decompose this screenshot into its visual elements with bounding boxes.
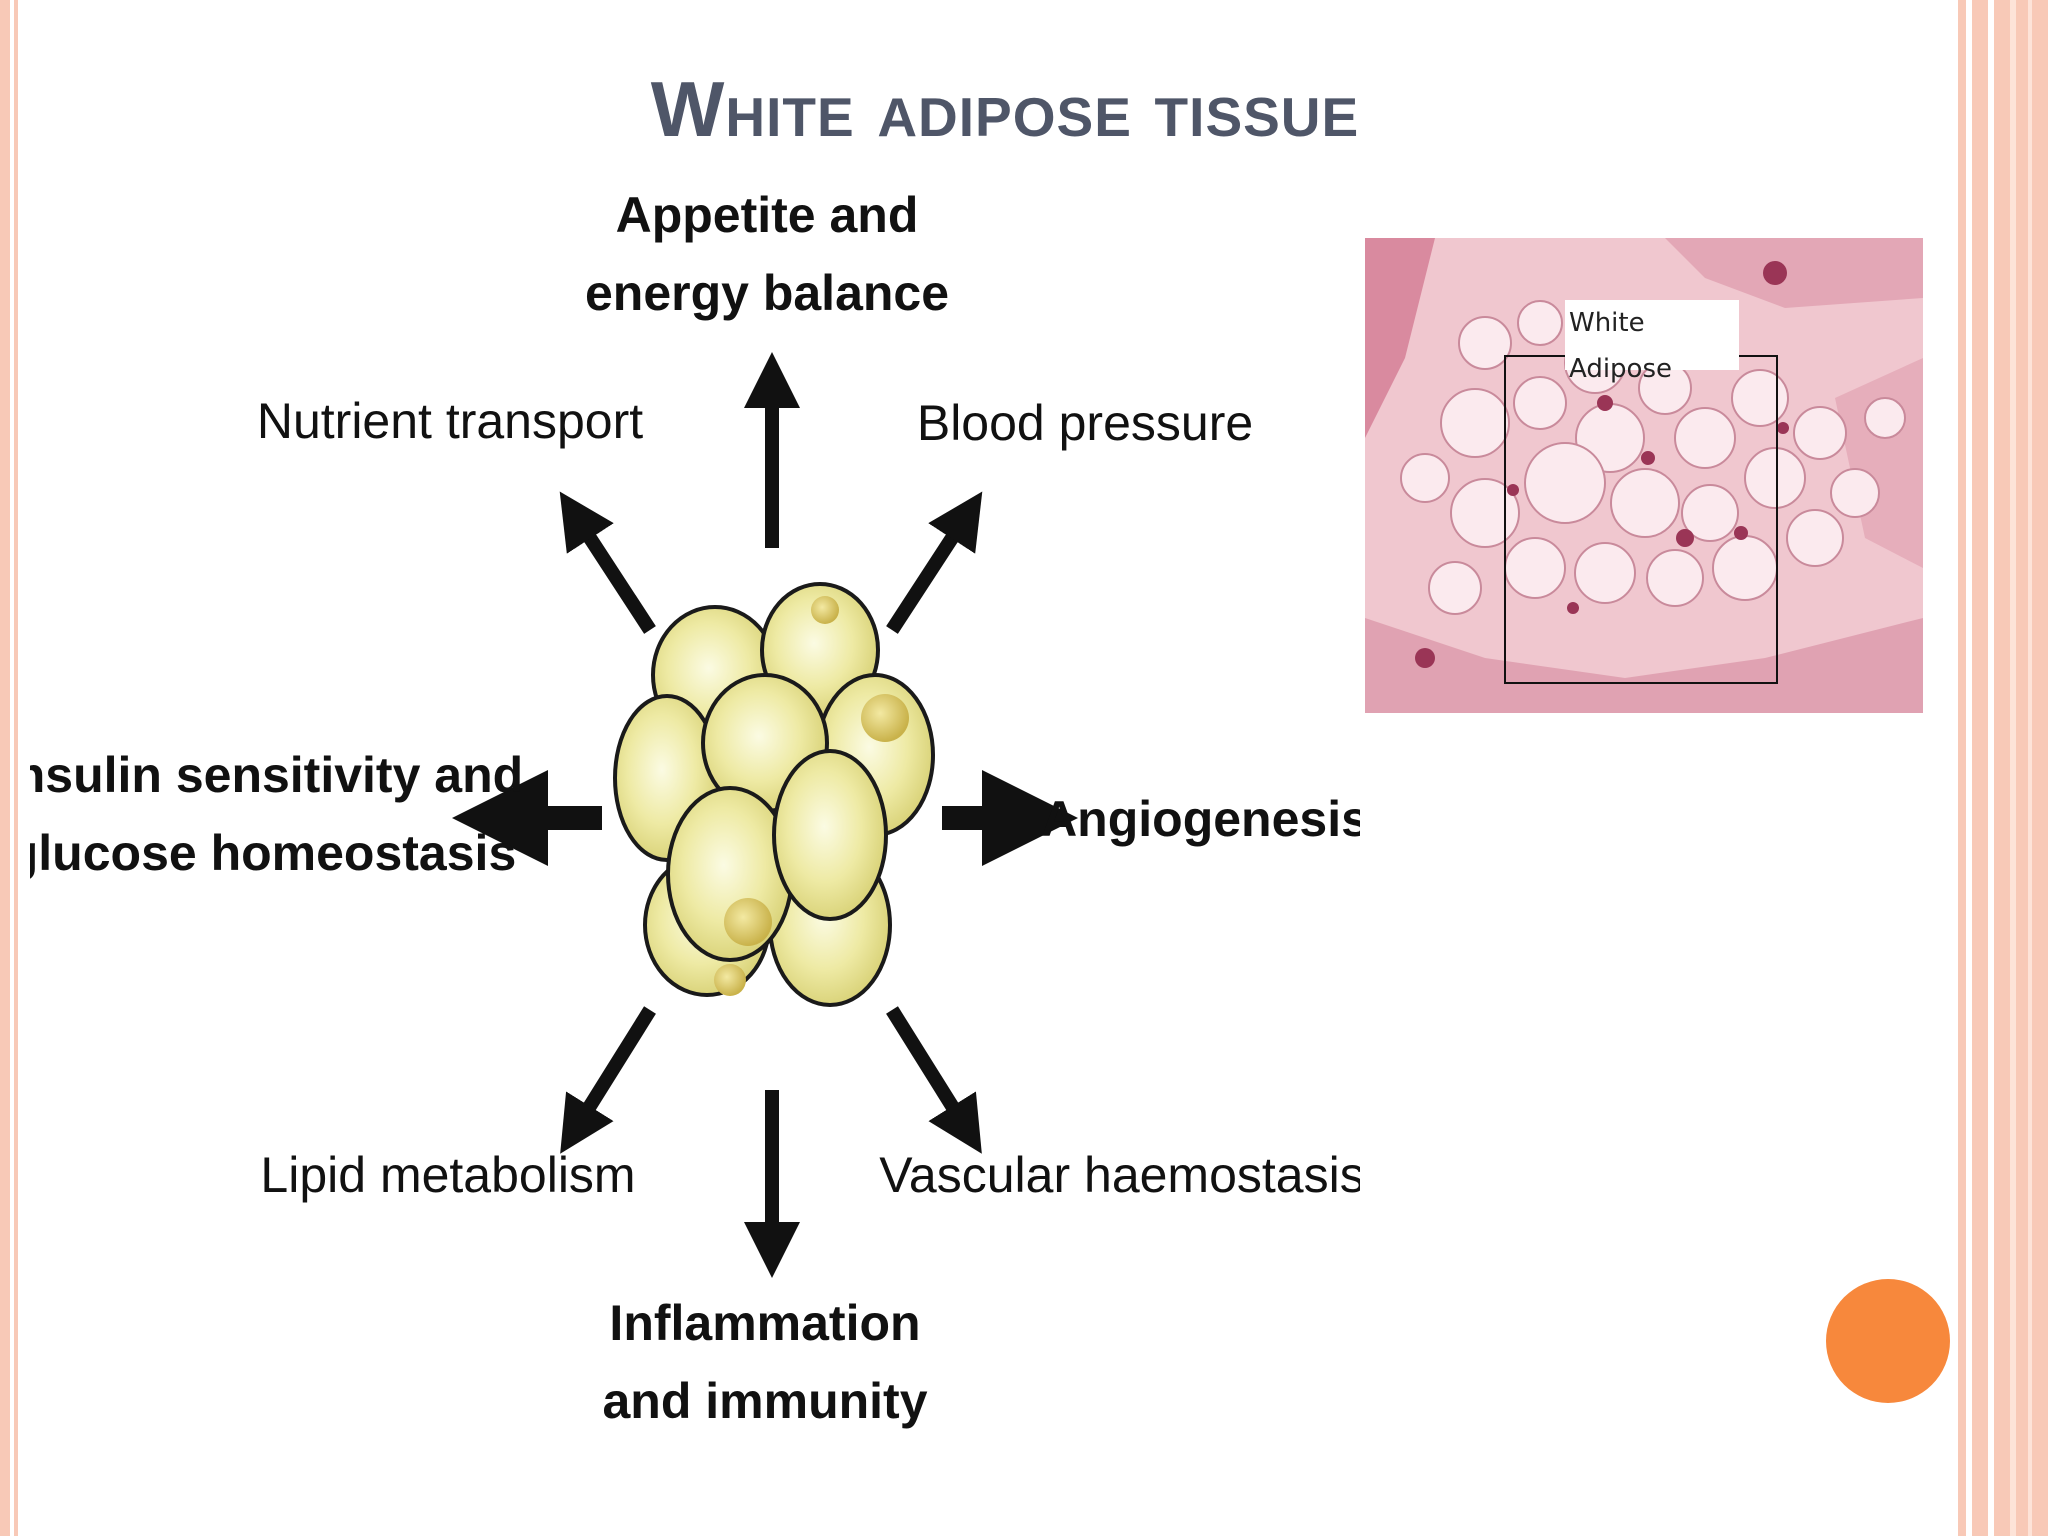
label-lipid-metabolism: Lipid metabolism — [260, 1147, 635, 1203]
left-border-line — [14, 0, 18, 1536]
slide-title: White adipose tissue — [650, 65, 1360, 153]
arrow-down-right — [886, 1006, 982, 1154]
left-border-stripe — [0, 0, 10, 1536]
label-appetite-line1: Appetite and — [616, 187, 919, 243]
orange-accent-dot — [1826, 1279, 1950, 1403]
right-border-stripe — [1972, 0, 1988, 1536]
right-border-band — [1994, 0, 2048, 1536]
label-inflammation-line2: and immunity — [602, 1373, 927, 1429]
arrow-down-left — [560, 1006, 656, 1154]
label-insulin-line1: Insulin sensitivity and — [30, 747, 523, 803]
label-insulin-line2: glucose homeostasis — [30, 825, 516, 881]
micrograph-caption: White Adipose — [1565, 300, 1739, 384]
labels: Appetite and energy balance Nutrient tra… — [30, 187, 1360, 1429]
label-angiogenesis: Angiogenesis — [1041, 791, 1360, 847]
arrows — [452, 352, 1078, 1278]
label-vascular-haemostasis: Vascular haemostasis — [879, 1147, 1360, 1203]
label-inflammation-line1: Inflammation — [609, 1295, 920, 1351]
label-blood-pressure: Blood pressure — [917, 395, 1253, 451]
adipose-function-diagram: Appetite and energy balance Nutrient tra… — [30, 187, 1360, 1429]
label-appetite-line2: energy balance — [585, 265, 949, 321]
arrow-up-right — [886, 491, 983, 634]
label-nutrient-transport: Nutrient transport — [257, 393, 643, 449]
adipocyte-cluster-icon — [613, 582, 935, 1007]
arrow-up-left — [559, 491, 656, 634]
right-border-line — [1958, 0, 1966, 1536]
right-border-highlight-2 — [2028, 0, 2032, 1536]
right-border-highlight — [2010, 0, 2016, 1536]
